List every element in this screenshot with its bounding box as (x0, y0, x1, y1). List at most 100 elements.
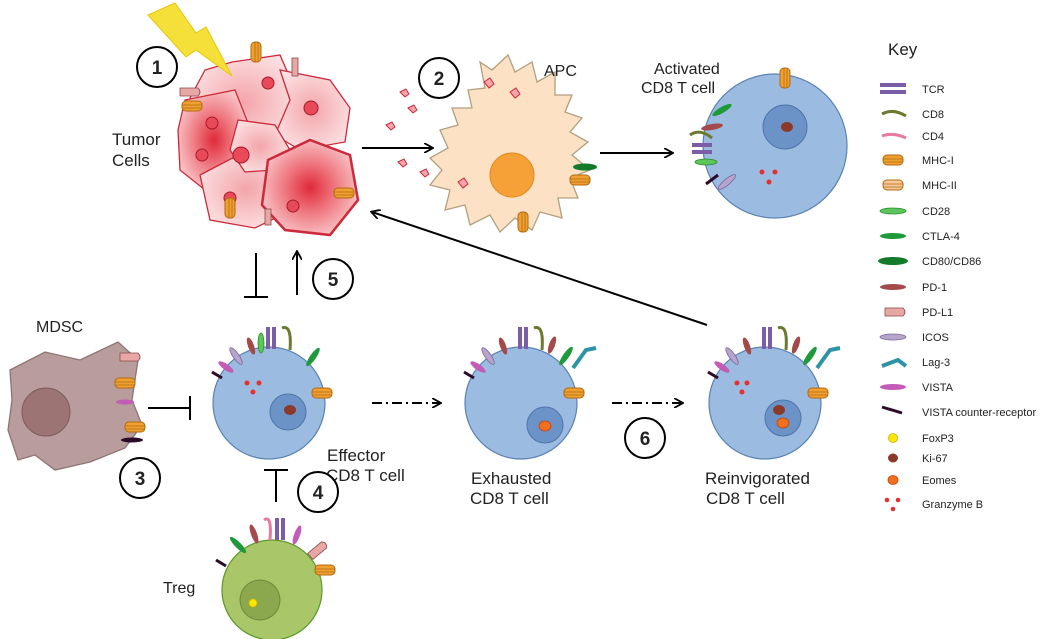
reinvigorated-label-line2: CD8 T cell (706, 489, 785, 508)
ctla-4-icon (559, 346, 573, 366)
key-label-tcr: TCR (922, 84, 945, 96)
mhc-i-icon (114, 377, 136, 389)
exhausted-cd8-cell (463, 326, 597, 460)
vista-counter-receptor-icon (463, 370, 475, 380)
svg-text:3: 3 (135, 469, 146, 490)
step-2: 2 (418, 57, 460, 99)
pd-1-icon (547, 336, 557, 354)
cd8-icon (777, 326, 788, 351)
treg-label: Treg (163, 580, 195, 597)
svg-text:4: 4 (313, 483, 324, 504)
pd-1-icon (249, 524, 259, 544)
key-label-foxp3: FoxP3 (922, 433, 954, 445)
foxp3-icon (888, 433, 898, 443)
cd8-icon (281, 326, 292, 351)
key-label-vista: VISTA (922, 382, 954, 394)
key-label-mhc-i: MHC-I (922, 155, 954, 167)
lag-3-icon (571, 346, 597, 370)
pd-1-icon (742, 337, 752, 355)
mdsc-cell (7, 341, 146, 471)
mhc-i-icon (517, 211, 529, 233)
apc-label: APC (544, 63, 577, 80)
mhc-ii-icon (882, 179, 904, 191)
lag-3-icon (881, 357, 908, 368)
ctla-4-icon (880, 233, 906, 239)
mhc-i-icon (807, 387, 829, 399)
icos-icon (879, 333, 907, 341)
mhc-i-icon (333, 187, 355, 199)
tcr-icon (275, 518, 285, 540)
mhc-i-icon (124, 421, 146, 433)
vista-counter-receptor-icon (707, 370, 719, 380)
treg-cell (215, 517, 336, 639)
key-label-lag-3: Lag-3 (922, 357, 950, 369)
key-label-cd4: CD4 (922, 131, 944, 143)
eomes-icon (887, 475, 899, 485)
effector-label-line2: CD8 T cell (326, 466, 405, 485)
ctla-4-icon (306, 347, 320, 367)
key-label-pd-l1: PD-L1 (922, 307, 953, 319)
pd-l1-icon (264, 208, 272, 226)
antigen-fragments (385, 88, 430, 178)
key-label-granzyme-b: Granzyme B (922, 499, 983, 511)
svg-text:6: 6 (640, 429, 651, 450)
step-3: 3 (119, 457, 161, 499)
key-label-cd80-cd86: CD80/CD86 (922, 256, 981, 268)
step-5: 5 (312, 258, 354, 300)
ctla-4-icon (229, 536, 247, 554)
vista-icon (470, 361, 486, 373)
key-label-vista-counter-receptor: VISTA counter-receptor (922, 407, 1036, 419)
ki-67-icon (888, 453, 898, 463)
icos-icon (717, 174, 737, 190)
tcr-icon (518, 327, 528, 349)
exhausted-label-line2: CD8 T cell (470, 489, 549, 508)
icos-icon (229, 347, 243, 365)
vista-counter-receptor-icon (121, 437, 143, 443)
vista-counter-receptor-icon (211, 370, 223, 380)
mhc-i-icon (563, 387, 585, 399)
pd-1-icon (880, 284, 906, 290)
mhc-i-icon (250, 41, 262, 63)
vista-icon (880, 384, 906, 390)
cd28-icon (694, 158, 718, 166)
key-label-cd28: CD28 (922, 206, 950, 218)
effector-label-line1: Effector (327, 446, 386, 465)
vista-counter-receptor-icon (881, 405, 903, 415)
step-4: 4 (297, 471, 339, 513)
icos-icon (725, 347, 739, 365)
vista-icon (714, 361, 730, 373)
vista-icon (116, 399, 134, 405)
tumor-label-line1: Tumor (112, 130, 161, 149)
granzyme-b-icon (884, 497, 901, 512)
cd28-icon (879, 207, 907, 215)
tumor-cells (177, 41, 360, 237)
ctla-4-icon (712, 103, 732, 117)
pd-l1-icon (307, 540, 329, 560)
apc-cell (428, 53, 597, 234)
key-label-ki-67: Ki-67 (922, 453, 948, 465)
pd-1-icon (701, 123, 723, 131)
pd-1-icon (246, 337, 256, 355)
reinvigorated-label-line1: Reinvigorated (705, 469, 810, 488)
mhc-i-icon (882, 154, 904, 166)
tumor-label-line2: Cells (112, 151, 150, 170)
tcr-icon (692, 143, 712, 154)
svg-text:1: 1 (152, 58, 163, 79)
activated-label-line2: CD8 T cell (641, 80, 715, 97)
pd-l1-icon (119, 352, 141, 362)
lightning-icon (147, 2, 233, 77)
key-label-eomes: Eomes (922, 475, 957, 487)
pd-1-icon (791, 336, 801, 354)
vista-counter-receptor-icon (705, 173, 719, 186)
mhc-i-icon (779, 67, 791, 89)
key-label-ctla-4: CTLA-4 (922, 231, 960, 243)
tcr-icon (762, 327, 772, 349)
cd28-icon (257, 332, 265, 354)
step-6: 6 (624, 417, 666, 459)
mhc-i-icon (569, 174, 591, 186)
svg-text:5: 5 (328, 270, 339, 291)
vista-counter-receptor-icon (215, 558, 227, 568)
activated-label-line1: Activated (654, 61, 720, 78)
mhc-i-icon (314, 564, 336, 576)
